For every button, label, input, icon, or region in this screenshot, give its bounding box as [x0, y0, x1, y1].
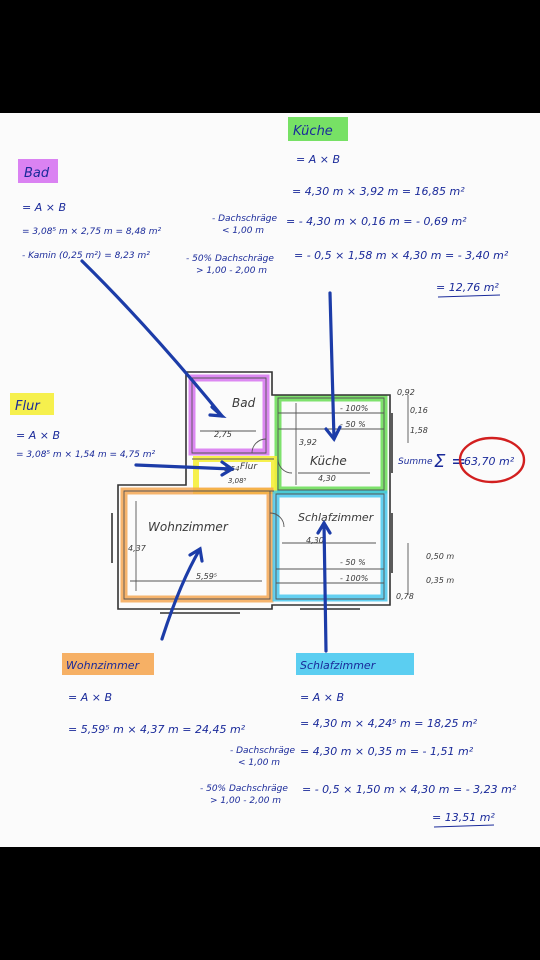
kueche-dim-b: 0,16 — [410, 406, 428, 415]
summe-sigma: Σ = — [434, 451, 466, 472]
kueche-result: = 12,76 m² — [436, 281, 499, 294]
kueche-pct1: - 100% — [340, 404, 368, 413]
kueche-note2a: - 50% Dachschräge — [186, 254, 274, 264]
schlafzimmer-note1b: < 1,00 m — [238, 758, 280, 768]
schlafzimmer-title-highlight — [296, 653, 414, 675]
summe-circle — [458, 436, 526, 484]
bad-dim: 2,75 — [214, 430, 232, 439]
wohnzimmer-formula: = A × B — [68, 691, 112, 704]
schlafzimmer-dim-c: 0,78 — [396, 592, 414, 601]
floor-plan-diagram: Küche Bad Flur Wohnzimmer Schlafzimmer =… — [10, 117, 526, 828]
schlafzimmer-line2: = 4,30 m × 0,35 m = - 1,51 m² — [300, 745, 474, 758]
bad-room-label: Bad — [232, 396, 256, 410]
schlafzimmer-result-underline — [433, 824, 495, 828]
summe-value: 63,70 m² — [464, 455, 515, 468]
kueche-dim-w: 4,30 — [318, 474, 336, 483]
schlafzimmer-pct2: - 100% — [340, 574, 368, 583]
kueche-dim-h: 3,92 — [299, 438, 317, 447]
arrow-schlafzimmer — [322, 521, 328, 653]
schlafzimmer-line3: = - 0,5 × 1,50 m × 4,30 m = - 3,23 m² — [302, 783, 517, 796]
arrow-bad — [80, 259, 224, 418]
kueche-result-underline — [437, 294, 501, 298]
bad-title: Bad — [24, 166, 50, 181]
kueche-dim-c: 1,58 — [410, 426, 428, 435]
flur-formula: = A × B — [16, 429, 60, 442]
flur-title: Flur — [15, 399, 41, 414]
kueche-line2: = - 4,30 m × 0,16 m = - 0,69 m² — [286, 215, 467, 228]
summe-label: Summe — [398, 457, 433, 467]
wohnzimmer-room-highlight — [120, 487, 274, 603]
kueche-note2b: > 1,00 - 2,00 m — [196, 266, 267, 276]
wohnzimmer-dim-w: 5,59⁵ — [196, 572, 217, 581]
flur-room-highlight — [193, 456, 277, 494]
arrow-wohnzimmer — [160, 547, 202, 641]
flur-room-label: Flur — [240, 462, 258, 472]
kueche-line1: = 4,30 m × 3,92 m = 16,85 m² — [292, 185, 465, 198]
wohnzimmer-line1: = 5,59⁵ m × 4,37 m = 24,45 m² — [68, 723, 246, 736]
schlafzimmer-room-label: Schlafzimmer — [298, 511, 375, 524]
kueche-pct2: - 50 % — [340, 420, 366, 429]
wohnzimmer-room-label: Wohnzimmer — [148, 520, 229, 534]
flur-line1: = 3,08⁵ m × 1,54 m = 4,75 m² — [16, 450, 156, 460]
schlafzimmer-pct1: - 50 % — [340, 558, 366, 567]
pointer-arrows — [80, 259, 342, 653]
kueche-line3: = - 0,5 × 1,58 m × 4,30 m = - 3,40 m² — [294, 249, 509, 262]
floor-plan-walls — [111, 371, 409, 614]
flur-dim-b: 3,08⁵ — [228, 477, 247, 485]
kueche-title: Küche — [293, 124, 333, 139]
arrow-flur — [134, 463, 234, 471]
schlafzimmer-note1a: - Dachschräge — [230, 746, 295, 756]
bad-formula: = A × B — [22, 201, 66, 214]
wohnzimmer-dim-h: 4,37 — [128, 544, 147, 553]
arrow-kueche — [328, 291, 336, 441]
schlafzimmer-note2b: > 1,00 - 2,00 m — [210, 796, 281, 806]
bad-room-highlight — [188, 374, 270, 456]
schlafzimmer-formula: = A × B — [300, 691, 344, 704]
schlafzimmer-note2a: - 50% Dachschräge — [200, 784, 288, 794]
schlafzimmer-dim-w: 4,30 — [306, 536, 324, 545]
bad-title-highlight — [18, 159, 58, 183]
kueche-room-label: Küche — [310, 454, 347, 468]
kueche-formula: = A × B — [296, 153, 340, 166]
schlafzimmer-line1: = 4,30 m × 4,24⁵ m = 18,25 m² — [300, 717, 478, 730]
schlafzimmer-result: = 13,51 m² — [432, 811, 495, 824]
kueche-title-highlight — [288, 117, 348, 141]
schlafzimmer-title: Schlafzimmer — [300, 659, 377, 672]
kueche-note1b: < 1,00 m — [222, 226, 264, 236]
schlafzimmer-dim-b: 0,35 m — [426, 576, 454, 585]
bad-line2: - Kamin (0,25 m²) = 8,23 m² — [22, 251, 150, 261]
wohnzimmer-title-highlight — [62, 653, 154, 675]
paper-sheet: Küche Bad Flur Wohnzimmer Schlafzimmer =… — [0, 113, 540, 847]
wohnzimmer-title: Wohnzimmer — [66, 659, 141, 672]
kueche-dim-a: 0,92 — [397, 388, 415, 397]
flur-title-highlight — [10, 393, 54, 415]
schlafzimmer-dim-a: 0,50 m — [426, 552, 454, 561]
bad-line1: = 3,08⁵ m × 2,75 m = 8,48 m² — [22, 227, 162, 237]
kueche-note1a: - Dachschräge — [212, 214, 277, 224]
